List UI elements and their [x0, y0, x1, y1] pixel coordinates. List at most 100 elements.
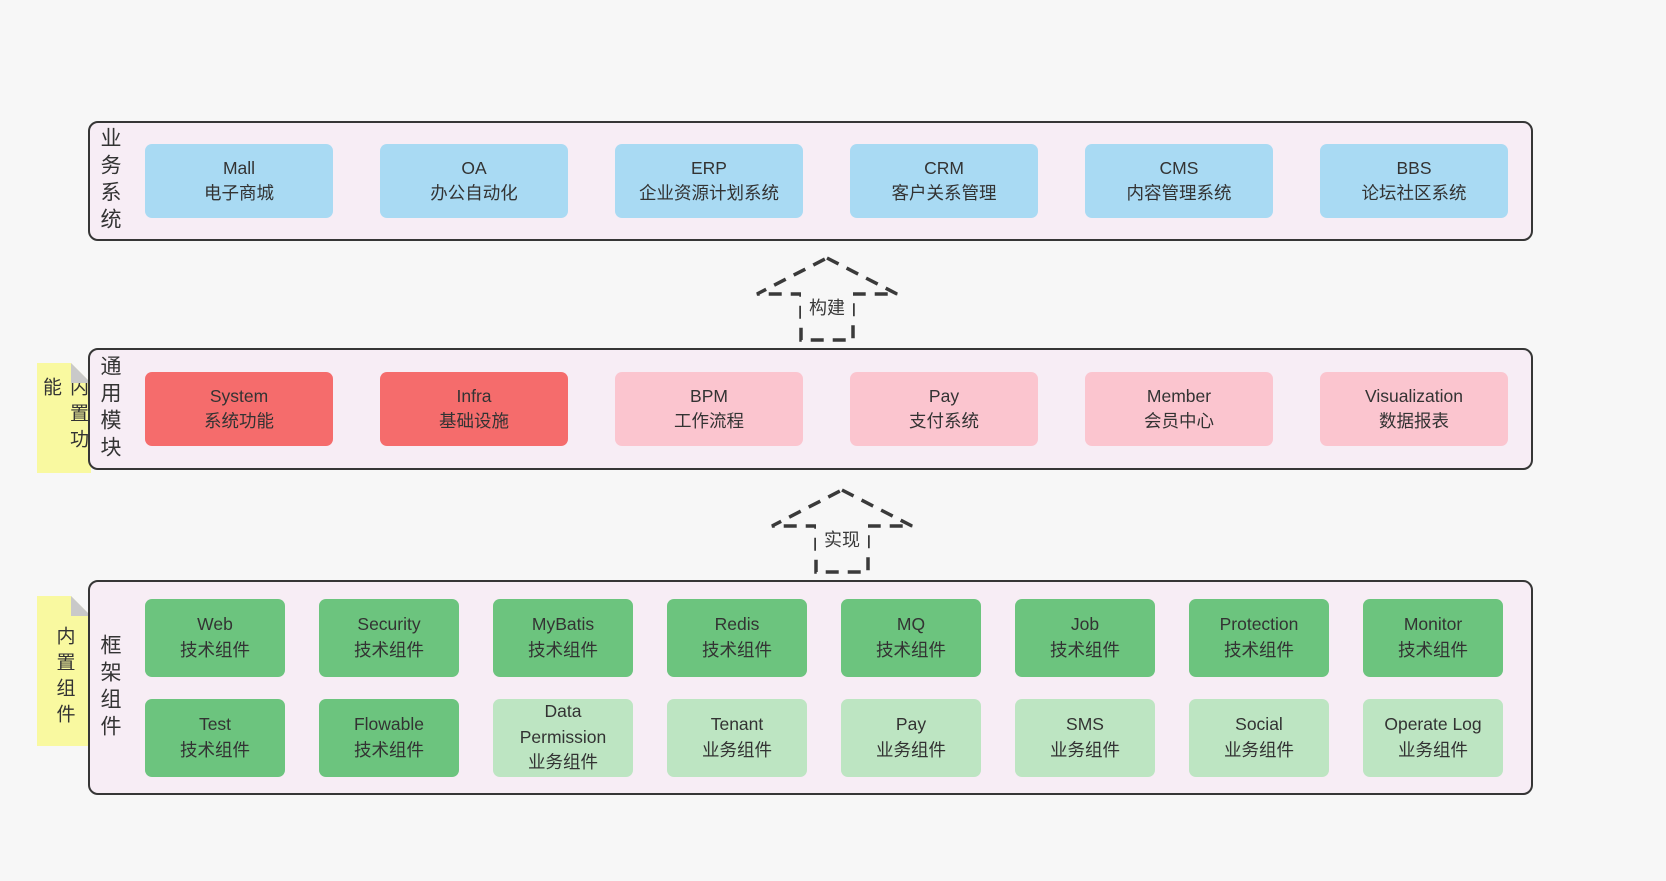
box-subtitle: 技术组件: [180, 639, 250, 660]
box-subtitle: 技术组件: [354, 639, 424, 660]
box-subtitle: 技术组件: [354, 739, 424, 760]
section-common-modules-label: 通用模块: [98, 355, 121, 463]
tag-built-in-components: 内置组件: [37, 596, 91, 746]
box-title: Flowable: [353, 714, 425, 735]
box-subtitle: 内容管理系统: [1126, 183, 1232, 203]
up-arrow-dashed-icon: 构建: [756, 256, 898, 342]
box-title: OA: [461, 157, 487, 178]
box-title: CRM: [924, 157, 964, 178]
box-title: Pay: [895, 714, 927, 735]
component-box: Test 技术组件: [145, 698, 285, 777]
system-box: CRM 客户关系管理: [850, 144, 1038, 218]
component-box: Data Permission 业务组件: [493, 698, 633, 777]
system-box: Mall 电子商城: [145, 144, 333, 218]
box-title: Test: [198, 714, 232, 735]
module-box: Infra 基础设施: [380, 372, 568, 446]
module-box: Visualization 数据报表: [1320, 372, 1508, 446]
framework-row-1: Web 技术组件 Security 技术组件 MyBatis 技术组件 Redi…: [145, 598, 1531, 677]
box-subtitle: 业务组件: [1398, 739, 1468, 760]
component-box: Web 技术组件: [145, 598, 285, 677]
arrow-implement-label: 实现: [824, 530, 860, 550]
box-title: Job: [1070, 614, 1100, 635]
component-box: Security 技术组件: [319, 598, 459, 677]
box-title: Infra: [456, 385, 492, 406]
box-title: SMS: [1066, 714, 1104, 735]
tag-built-in-components-label: 内置组件: [53, 626, 75, 730]
component-box: Monitor 技术组件: [1363, 598, 1503, 677]
box-subtitle: 工作流程: [674, 411, 744, 431]
box-subtitle: 业务组件: [876, 739, 946, 760]
box-subtitle: 数据报表: [1379, 411, 1449, 431]
box-subtitle: 业务组件: [1050, 739, 1120, 760]
box-title: System: [209, 385, 269, 406]
component-box: Operate Log 业务组件: [1363, 698, 1503, 777]
component-box: Flowable 技术组件: [319, 698, 459, 777]
box-title: Member: [1146, 385, 1212, 406]
component-box: MyBatis 技术组件: [493, 598, 633, 677]
box-title: MQ: [896, 614, 926, 635]
component-box: Redis 技术组件: [667, 598, 807, 677]
box-subtitle: 业务组件: [702, 739, 772, 760]
box-subtitle: 技术组件: [1398, 639, 1468, 660]
box-title: Social: [1235, 714, 1283, 735]
component-box: Social 业务组件: [1189, 698, 1329, 777]
up-arrow-dashed-icon: 实现: [771, 488, 913, 574]
box-title: Redis: [714, 614, 760, 635]
section-framework-components: 框架组件 Web 技术组件 Security 技术组件 MyBatis 技术组件: [88, 580, 1533, 795]
component-box: MQ 技术组件: [841, 598, 981, 677]
tag-built-in-features: 内置功能: [37, 363, 91, 473]
box-subtitle: 电子商城: [204, 183, 274, 203]
box-subtitle: 技术组件: [1224, 639, 1294, 660]
framework-rows: Web 技术组件 Security 技术组件 MyBatis 技术组件 Redi…: [90, 598, 1531, 777]
box-subtitle: 客户关系管理: [891, 183, 997, 203]
system-box: OA 办公自动化: [380, 144, 568, 218]
module-boxes: System 系统功能 Infra 基础设施 BPM 工作流程 Pay 支付系统…: [145, 372, 1508, 446]
box-subtitle: 论坛社区系统: [1361, 183, 1467, 203]
box-title: Protection: [1219, 614, 1299, 635]
box-title: Operate Log: [1384, 714, 1482, 735]
box-subtitle: 技术组件: [528, 639, 598, 660]
system-box: CMS 内容管理系统: [1085, 144, 1273, 218]
box-subtitle: 支付系统: [909, 411, 979, 431]
box-title: Visualization: [1365, 385, 1463, 406]
arrow-implement: 实现: [768, 486, 916, 576]
box-subtitle: 技术组件: [1050, 639, 1120, 660]
box-subtitle: 基础设施: [439, 411, 509, 431]
box-title: MyBatis: [531, 614, 595, 635]
box-subtitle: 企业资源计划系统: [639, 183, 779, 203]
arrow-build-label: 构建: [809, 298, 845, 318]
box-subtitle: 会员中心: [1144, 411, 1214, 431]
section-business-systems: 业务系统 Mall 电子商城 OA 办公自动化 ERP 企业资源计划系统 CRM…: [88, 121, 1533, 241]
framework-row-2: Test 技术组件 Flowable 技术组件 Data Permission …: [145, 698, 1531, 777]
box-subtitle: 业务组件: [1224, 739, 1294, 760]
section-framework-components-label: 框架组件: [98, 633, 121, 742]
arrow-build: 构建: [753, 254, 901, 344]
box-subtitle: 技术组件: [702, 639, 772, 660]
system-box: ERP 企业资源计划系统: [615, 144, 803, 218]
tag-built-in-features-label: 内置功能: [40, 377, 88, 455]
box-title: Mall: [222, 157, 256, 178]
box-title: BBS: [1396, 157, 1432, 178]
module-box: Member 会员中心: [1085, 372, 1273, 446]
box-title: Pay: [928, 385, 960, 406]
system-box: BBS 论坛社区系统: [1320, 144, 1508, 218]
component-box: Pay 业务组件: [841, 698, 981, 777]
box-title: Data Permission: [519, 701, 607, 747]
section-business-systems-label: 业务系统: [98, 127, 121, 235]
box-subtitle: 业务组件: [528, 752, 598, 773]
component-box: Tenant 业务组件: [667, 698, 807, 777]
box-title: CMS: [1159, 157, 1199, 178]
component-box: Protection 技术组件: [1189, 598, 1329, 677]
box-subtitle: 办公自动化: [430, 183, 518, 203]
section-common-modules: 通用模块 System 系统功能 Infra 基础设施 BPM 工作流程 Pay…: [88, 348, 1533, 470]
module-box: Pay 支付系统: [850, 372, 1038, 446]
component-box: Job 技术组件: [1015, 598, 1155, 677]
module-box: BPM 工作流程: [615, 372, 803, 446]
box-title: Security: [357, 614, 421, 635]
box-title: ERP: [691, 157, 727, 178]
component-box: SMS 业务组件: [1015, 698, 1155, 777]
box-subtitle: 技术组件: [180, 739, 250, 760]
box-title: Web: [197, 614, 233, 635]
business-boxes: Mall 电子商城 OA 办公自动化 ERP 企业资源计划系统 CRM 客户关系…: [145, 144, 1508, 218]
box-title: BPM: [690, 385, 728, 406]
